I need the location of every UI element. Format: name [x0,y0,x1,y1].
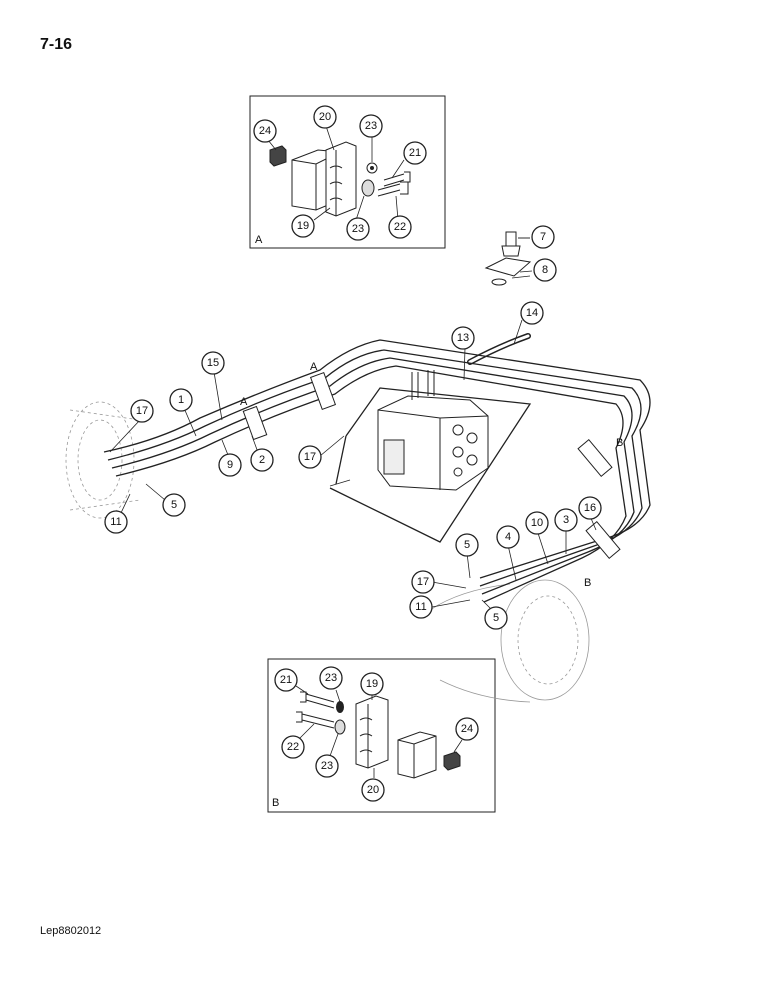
svg-text:11: 11 [415,601,426,613]
svg-text:7: 7 [540,231,546,243]
section-mark: B [584,577,591,589]
callout: 11 [409,595,433,619]
callout: 15 [201,351,225,375]
inset-a: A 24 20 23 21 19 23 22 [249,95,446,249]
svg-text:1: 1 [178,394,184,406]
callout: 22 [281,735,305,759]
svg-text:22: 22 [287,741,299,753]
page-number: 7-16 [40,36,73,53]
callout: 17 [411,570,435,594]
svg-text:10: 10 [531,517,543,529]
callout: 4 [496,525,520,549]
callout: 17 [298,445,322,469]
svg-text:9: 9 [227,459,233,471]
callout: 5 [484,606,508,630]
callout: 23 [346,217,370,241]
callout: 10 [525,511,549,535]
svg-text:8: 8 [542,264,548,276]
callout: 22 [388,215,412,239]
svg-text:5: 5 [171,499,177,511]
svg-text:17: 17 [417,576,429,588]
svg-text:16: 16 [584,502,596,514]
pipe-clamps [242,371,621,559]
callout: 1 [169,388,193,412]
inset-b-label: B [272,797,279,809]
callout: 21 [274,668,298,692]
svg-text:20: 20 [367,784,379,796]
svg-text:17: 17 [304,451,316,463]
svg-text:17: 17 [136,405,148,417]
svg-text:4: 4 [505,531,511,543]
control-valve-block [377,370,489,491]
svg-text:23: 23 [325,672,337,684]
section-mark: A [240,396,248,408]
svg-text:14: 14 [526,307,538,319]
callout: 16 [578,496,602,520]
svg-text:13: 13 [457,332,469,344]
section-mark: A [310,361,318,373]
svg-text:23: 23 [321,760,333,772]
svg-text:19: 19 [297,220,309,232]
pipe-bundle [103,339,651,603]
svg-text:21: 21 [409,147,421,159]
inset-b: B 21 23 19 22 23 24 20 [267,658,496,813]
callout: 9 [218,453,242,477]
callout: 2 [250,448,274,472]
callout: 14 [520,301,544,325]
callout: 21 [403,141,427,165]
callout: 24 [253,119,277,143]
svg-text:24: 24 [259,125,271,137]
svg-text:2: 2 [259,454,265,466]
inset-a-label: A [255,234,263,246]
svg-text:20: 20 [319,111,331,123]
svg-text:22: 22 [394,221,406,233]
callout: 20 [361,778,385,802]
callout: 20 [313,105,337,129]
svg-text:5: 5 [464,539,470,551]
leader-lines [109,237,597,613]
svg-text:11: 11 [110,516,121,528]
callout: 17 [130,399,154,423]
callout: 13 [451,326,475,350]
callout: 7 [531,225,555,249]
main-assembly: A A B B 7 8 14 13 15 1 17 9 2 5 11 17 17… [65,225,651,703]
right-wheel [429,579,590,703]
left-wheel-hub [65,401,141,519]
svg-text:23: 23 [365,120,377,132]
callout: 23 [319,666,343,690]
svg-text:23: 23 [352,223,364,235]
callout: 5 [455,533,479,557]
callout: 19 [360,672,384,696]
svg-text:15: 15 [207,357,219,369]
svg-text:5: 5 [493,612,499,624]
section-mark: B [616,437,623,449]
callout: 3 [554,508,578,532]
flange-fitting [484,231,532,286]
svg-text:3: 3 [563,514,569,526]
svg-text:24: 24 [461,723,473,735]
callout: 23 [315,754,339,778]
svg-text:19: 19 [366,678,378,690]
callout: 11 [104,510,128,534]
svg-text:21: 21 [280,674,292,686]
callout: 23 [359,114,383,138]
reference-code: Lep8802012 [40,925,102,937]
callout: 8 [533,258,557,282]
callout: 24 [455,717,479,741]
callout: 19 [291,214,315,238]
callout: 5 [162,493,186,517]
